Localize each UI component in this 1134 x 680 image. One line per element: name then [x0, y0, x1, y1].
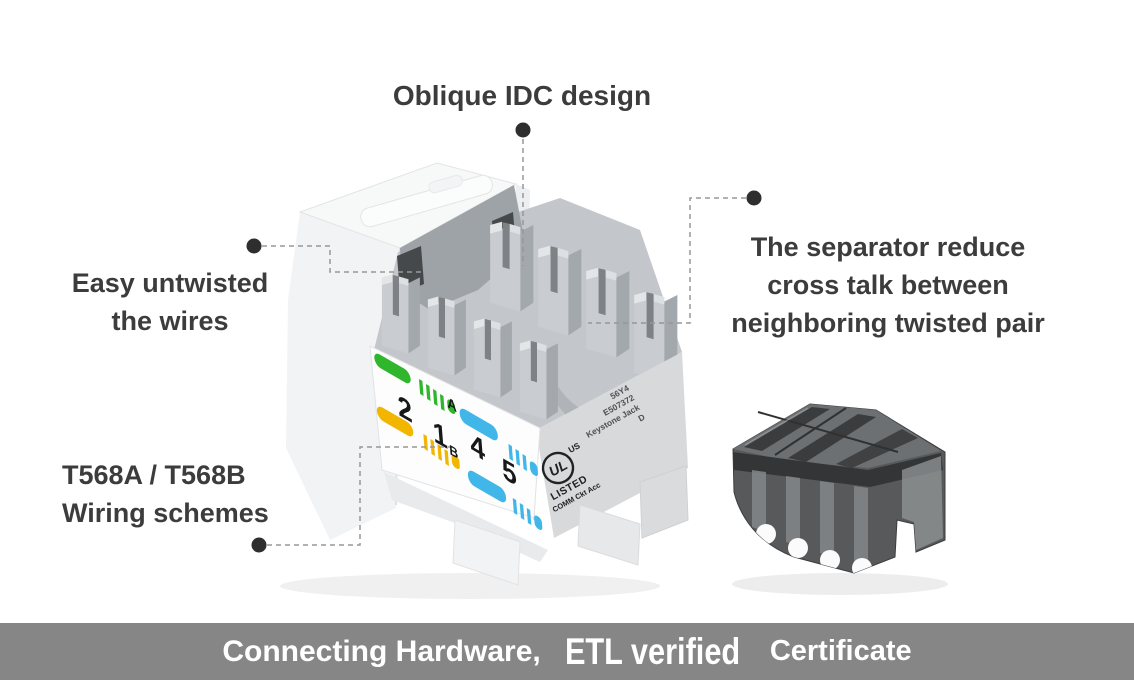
- annotation-line: the wires: [111, 306, 229, 336]
- pair-yellow-marks: [376, 406, 460, 469]
- leader-lines: [262, 139, 746, 546]
- pair-a-letter: A: [447, 394, 458, 416]
- leader-dot-separator: [746, 190, 762, 206]
- annotation-separator: The separator reduce cross talk between …: [708, 228, 1068, 342]
- jack-shadow: [280, 573, 660, 599]
- annotation-easy-untwisted: Easy untwisted the wires: [35, 264, 305, 340]
- footer-banner: Connecting Hardware, ETL verified Certif…: [0, 623, 1134, 680]
- leader-separator: [588, 197, 746, 324]
- wire-number-4: 4: [469, 427, 486, 468]
- dust-cap: [732, 403, 946, 574]
- annotation-oblique-idc: Oblique IDC design: [392, 80, 652, 111]
- banner-prefix: Connecting Hardware,: [222, 634, 541, 668]
- annotation-line: Easy untwisted: [71, 268, 269, 298]
- pair-blue-marks: [459, 408, 543, 530]
- banner-suffix: Certificate: [769, 635, 912, 667]
- pair-green-marks: [374, 353, 456, 414]
- annotation-wiring-schemes: T568A / T568B Wiring schemes: [62, 456, 342, 532]
- annotation-line: cross talk between: [767, 270, 1009, 300]
- pair-b-letter: B: [449, 441, 459, 462]
- wire-number-1: 1: [432, 415, 449, 456]
- wiring-label-strip: 2 1 4 5 A B: [369, 345, 543, 530]
- ul-mark-text: UL: [546, 456, 570, 479]
- annotation-line: The separator reduce: [750, 232, 1026, 262]
- keystone-jack: UL US LISTED COMM Ckt Acc 56Y4 E507372 K…: [286, 162, 689, 586]
- wire-number-5: 5: [501, 452, 518, 493]
- annotation-line: T568A / T568B: [62, 460, 246, 490]
- leader-dot-wiring: [251, 537, 267, 553]
- cap-shadow: [732, 573, 948, 595]
- leader-easy: [262, 245, 424, 273]
- leader-dots: [246, 122, 762, 553]
- annotation-line: Wiring schemes: [62, 498, 269, 528]
- banner-etl-verified: ETL verified: [564, 630, 740, 672]
- leader-dot-oblique: [515, 122, 531, 138]
- leader-wiring: [267, 446, 450, 546]
- latch-bar: [360, 174, 493, 228]
- annotation-line: neighboring twisted pair: [731, 308, 1045, 338]
- side-print-line: D: [636, 412, 646, 424]
- leader-dot-easy: [246, 238, 262, 254]
- wire-number-2: 2: [397, 389, 414, 430]
